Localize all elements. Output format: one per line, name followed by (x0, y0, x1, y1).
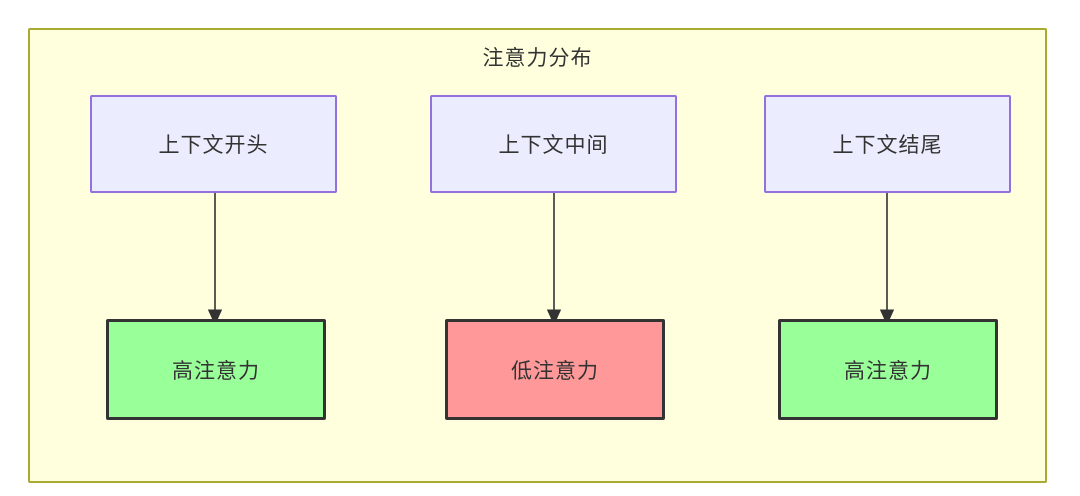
node-attention-low-middle-label: 低注意力 (511, 359, 599, 383)
node-attention-high-start-label: 高注意力 (172, 359, 260, 383)
node-context-end[interactable]: 上下文结尾 (764, 95, 1011, 193)
node-attention-high-end-label: 高注意力 (844, 359, 932, 383)
attention-distribution-subgraph: 注意力分布 上下文开头 上下文中间 上下文结尾 高注意力 (28, 28, 1047, 483)
node-attention-low-middle[interactable]: 低注意力 (445, 319, 665, 420)
subgraph-title: 注意力分布 (482, 47, 593, 70)
node-context-end-label: 上下文结尾 (832, 134, 943, 157)
node-context-start-label: 上下文开头 (158, 134, 269, 157)
node-attention-high-start[interactable]: 高注意力 (106, 319, 326, 420)
node-context-start[interactable]: 上下文开头 (90, 95, 337, 193)
node-context-middle-label: 上下文中间 (498, 134, 609, 157)
node-attention-high-end[interactable]: 高注意力 (778, 319, 998, 420)
node-context-middle[interactable]: 上下文中间 (430, 95, 677, 193)
